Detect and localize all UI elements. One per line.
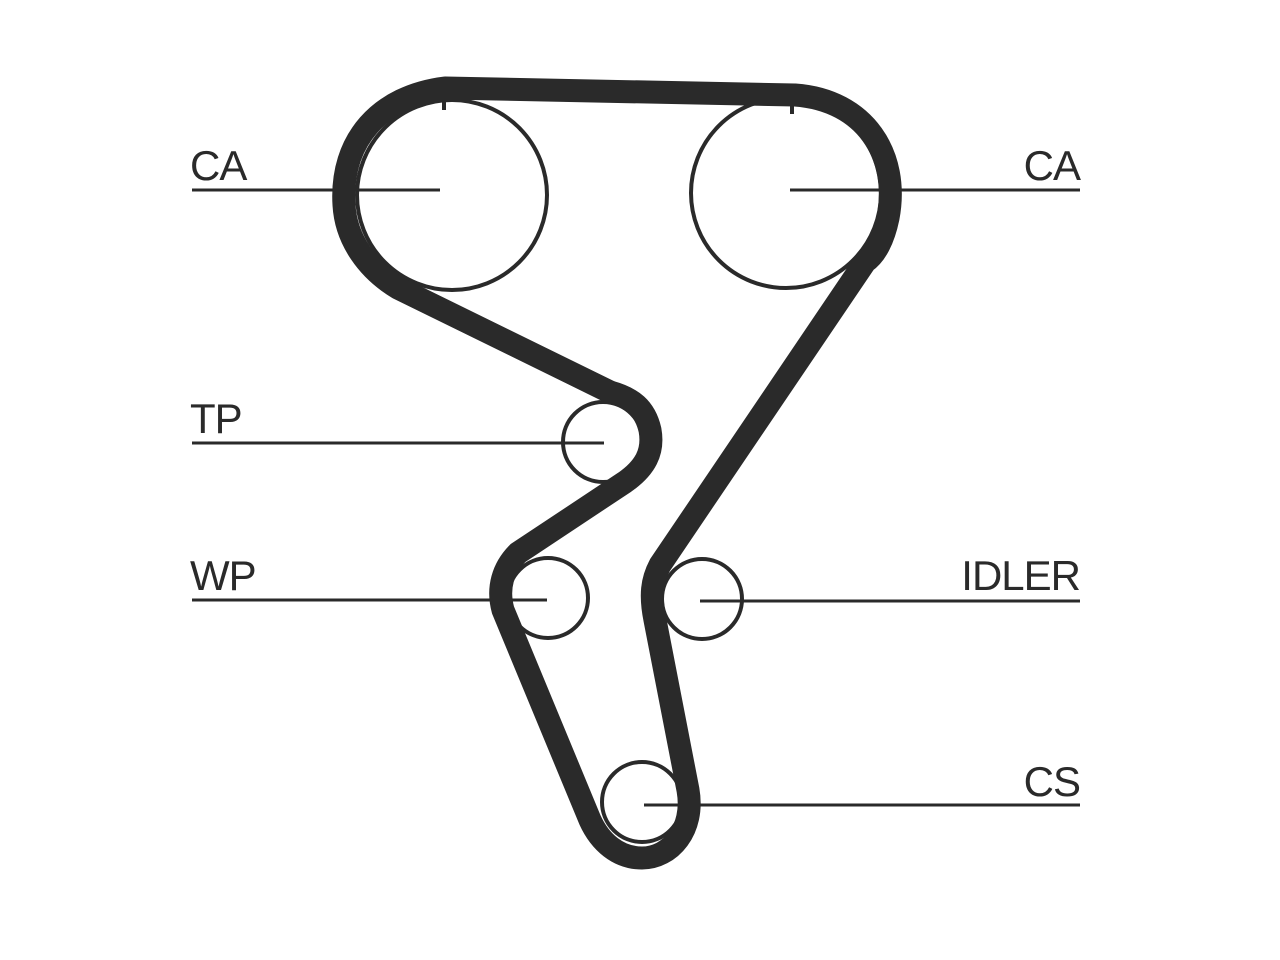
label-water-pump: WP xyxy=(190,552,256,599)
label-idler: IDLER xyxy=(961,552,1080,599)
label-cam-left: CA xyxy=(190,142,247,189)
crankshaft-pulley xyxy=(600,760,684,844)
left-camshaft-pulley xyxy=(355,98,549,292)
label-cam-right: CA xyxy=(1024,142,1081,189)
label-crankshaft: CS xyxy=(1024,758,1080,805)
label-tensioner: TP xyxy=(190,395,242,442)
timing-belt xyxy=(332,76,902,870)
idler-pulley xyxy=(660,557,744,641)
